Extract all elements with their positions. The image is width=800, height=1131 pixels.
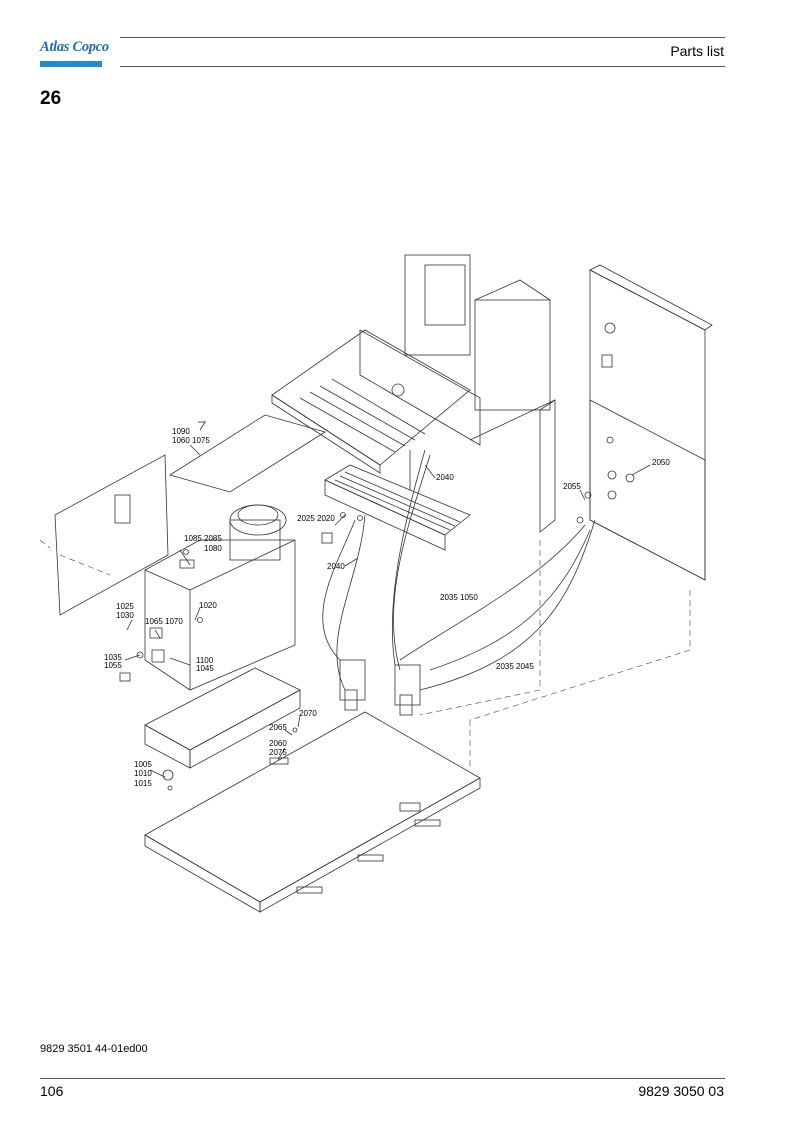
callout-label: 1015 [134,779,152,788]
callout-label: 2025 2020 [297,514,335,523]
callout-label: 1025 [116,602,134,611]
page-number: 106 [40,1083,64,1099]
callout-label: 2035 2045 [496,662,534,671]
document-number: 9829 3050 03 [638,1083,724,1099]
callout-label: 1090 [172,427,190,436]
assembly-guide-lines [39,539,691,770]
callout-label: 2075 [269,748,287,757]
callout-label: 2035 1050 [440,593,478,602]
callout-label: 1005 [134,760,152,769]
callout-label: 2040 [436,473,454,482]
diagram-linework [54,254,713,913]
callout-label: 1065 1070 [145,617,183,626]
callout-label: 1045 [196,664,214,673]
drawing-reference: 9829 3501 44-01ed00 [40,1043,148,1055]
callout-label: 2070 [299,709,317,718]
header-rule-top [120,37,725,38]
callout-label: 1085 2085 [184,534,222,543]
header-rule-bottom [120,66,725,67]
callout-labels: 1090 1060 1075 1085 2085 1080 1025 1030 … [104,427,670,788]
atlas-copco-logo: Atlas Copco [40,37,109,67]
callout-label: 2060 [269,739,287,748]
callout-label: 2065 [269,723,287,732]
logo-bar [40,61,102,67]
callout-label: 1055 [104,661,122,670]
section-title: Parts list [670,43,724,59]
callout-label: 1035 [104,653,122,662]
page-label: 26 [40,88,62,109]
callout-label: 2050 [652,458,670,467]
callout-label: 1080 [204,544,222,553]
callout-label: 2040 [327,562,345,571]
callout-label: 1100 [196,656,214,665]
callout-label: 1060 1075 [172,436,210,445]
callout-label: 1030 [116,611,134,620]
callout-label: 2055 [563,482,581,491]
callout-label: 1020 [199,601,217,610]
brand-name: Atlas Copco [40,39,109,55]
footer-rule [40,1078,725,1079]
callout-label: 1010 [134,769,152,778]
